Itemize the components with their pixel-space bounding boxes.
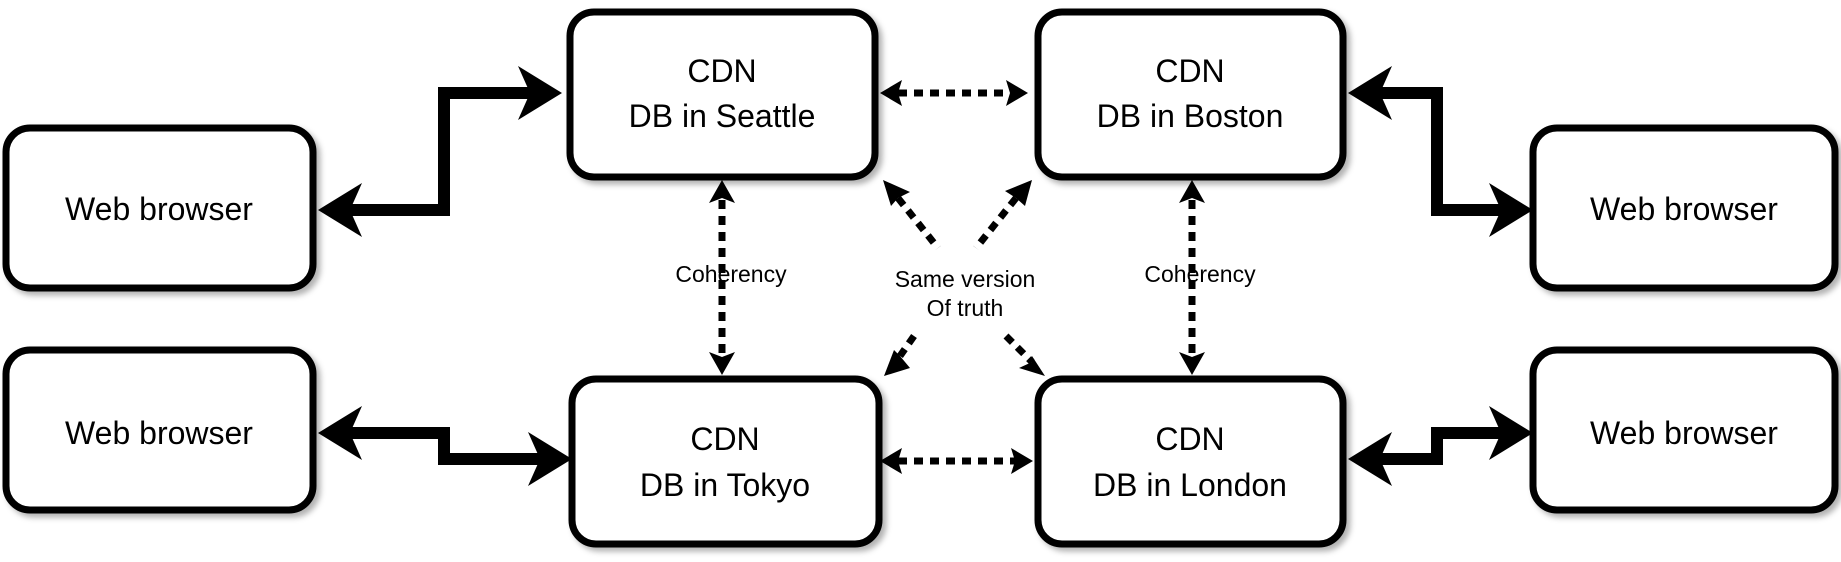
browser-node-bottom-right: Web browser	[1529, 346, 1839, 514]
cdn-node-boston-line2: DB in Boston	[1097, 98, 1284, 134]
connector-london-browser	[1348, 406, 1533, 486]
cdn-node-tokyo-line2: DB in Tokyo	[640, 467, 810, 503]
browser-node-top-right: Web browser	[1529, 124, 1839, 292]
sync-seattle-tokyo	[709, 180, 735, 375]
cdn-node-london-line2: DB in London	[1093, 467, 1287, 503]
center-label-line2: Of truth	[927, 295, 1004, 321]
cdn-node-london: CDN DB in London	[1034, 375, 1347, 548]
sync-seattle-london	[883, 180, 1045, 376]
cdn-node-seattle-line1: CDN	[687, 53, 756, 89]
center-label-line1: Same version	[895, 266, 1036, 292]
browser-node-bottom-left: Web browser	[2, 346, 317, 514]
sync-boston-london	[1179, 180, 1205, 375]
cdn-node-seattle: CDN DB in Seattle	[566, 8, 879, 181]
cdn-node-tokyo: CDN DB in Tokyo	[568, 375, 883, 548]
browser-node-top-left-label: Web browser	[65, 191, 253, 227]
cdn-node-boston-line1: CDN	[1155, 53, 1224, 89]
coherency-label-left: Coherency	[675, 261, 787, 287]
cdn-node-seattle-line2: DB in Seattle	[629, 98, 816, 134]
browser-node-bottom-left-label: Web browser	[65, 415, 253, 451]
browser-node-top-left: Web browser	[2, 124, 317, 292]
sync-boston-tokyo	[884, 180, 1032, 376]
browser-node-bottom-right-label: Web browser	[1590, 415, 1778, 451]
browser-node-top-right-label: Web browser	[1590, 191, 1778, 227]
cdn-node-tokyo-line1: CDN	[690, 421, 759, 457]
connector-browser-tokyo	[318, 406, 572, 486]
sync-seattle-boston	[880, 80, 1028, 106]
coherency-label-right: Coherency	[1144, 261, 1256, 287]
sync-tokyo-london	[880, 448, 1033, 474]
connector-boston-browser	[1348, 66, 1533, 237]
cdn-node-boston: CDN DB in Boston	[1034, 8, 1347, 181]
connector-browser-seattle	[318, 66, 562, 237]
cdn-node-london-line1: CDN	[1155, 421, 1224, 457]
